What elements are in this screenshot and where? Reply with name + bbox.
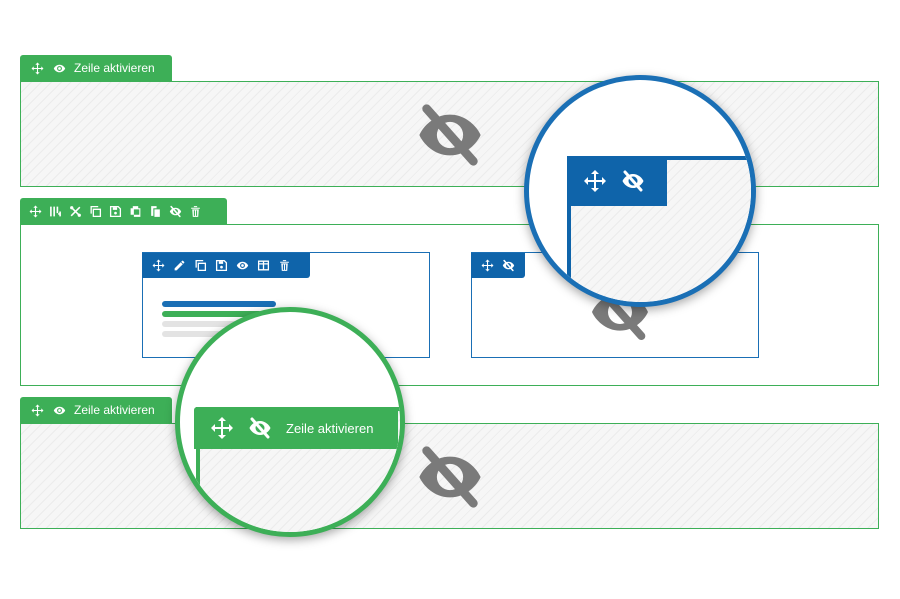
hidden-eye-off-icon [406, 100, 494, 170]
content-line [162, 331, 242, 337]
eye-off-icon[interactable] [621, 169, 645, 193]
move-icon[interactable] [210, 416, 234, 440]
tools-icon[interactable] [68, 204, 82, 218]
move-icon[interactable] [151, 259, 165, 273]
paste-icon[interactable] [148, 204, 162, 218]
save-icon[interactable] [214, 259, 228, 273]
row2-toolbar [20, 198, 227, 224]
content-line [162, 301, 276, 307]
content-line [162, 321, 252, 327]
save-icon[interactable] [108, 204, 122, 218]
activate-row-button[interactable]: Zeile aktivieren [74, 61, 155, 75]
move-icon[interactable] [480, 259, 494, 273]
row3-toolbar: Zeile aktivieren [20, 397, 172, 423]
eye-icon[interactable] [52, 403, 66, 417]
row1-toolbar: Zeile aktivieren [20, 55, 172, 81]
magnifier-green: Zeile aktivieren [175, 307, 405, 537]
eye-off-icon[interactable] [248, 416, 272, 440]
content-line [162, 311, 262, 317]
eye-icon[interactable] [235, 259, 249, 273]
copy-icon[interactable] [128, 204, 142, 218]
move-icon[interactable] [28, 204, 42, 218]
magnified-column-toolbar [567, 156, 667, 206]
edit-icon[interactable] [172, 259, 186, 273]
move-icon[interactable] [30, 61, 44, 75]
duplicate-icon[interactable] [88, 204, 102, 218]
move-icon[interactable] [30, 403, 44, 417]
magnifier-blue [524, 75, 756, 307]
column-right-toolbar [471, 253, 525, 278]
activate-row-button[interactable]: Zeile aktivieren [74, 403, 155, 417]
column-left-toolbar [142, 253, 310, 278]
columns-settings-icon[interactable] [48, 204, 62, 218]
layout-icon[interactable] [256, 259, 270, 273]
eye-icon[interactable] [52, 61, 66, 75]
trash-icon[interactable] [277, 259, 291, 273]
activate-row-button[interactable]: Zeile aktivieren [286, 420, 374, 436]
trash-icon[interactable] [188, 204, 202, 218]
eye-off-icon[interactable] [501, 259, 515, 273]
move-icon[interactable] [583, 169, 607, 193]
magnified-row-toolbar: Zeile aktivieren [194, 407, 398, 449]
duplicate-icon[interactable] [193, 259, 207, 273]
hidden-eye-off-icon [406, 442, 494, 512]
eye-off-icon[interactable] [168, 204, 182, 218]
